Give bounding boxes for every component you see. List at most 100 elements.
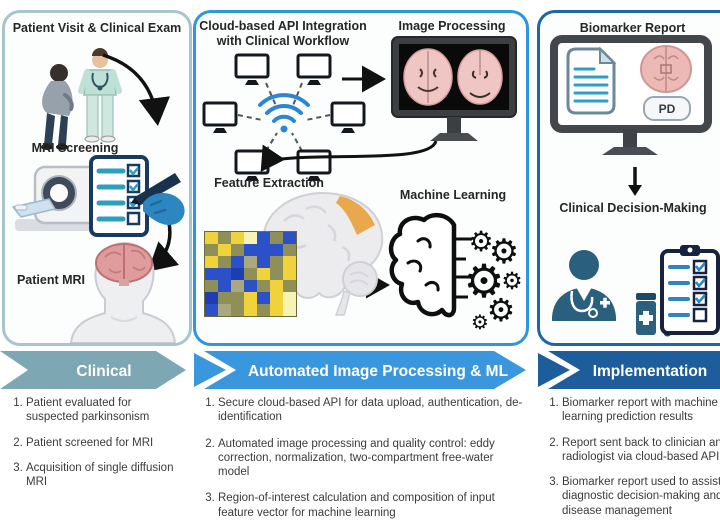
pd-badge-label: PD xyxy=(659,102,676,116)
step-title-clinical-decision: Clinical Decision-Making xyxy=(559,201,707,215)
automated-steps-list: Secure cloud-based API for data upload, … xyxy=(196,396,524,530)
panel-title-biomarker-report: Biomarker Report xyxy=(579,21,686,35)
heatmap-cell xyxy=(218,304,231,316)
patient-and-clinician-icon xyxy=(41,48,122,150)
heatmap-cell xyxy=(218,292,231,304)
patient-head-brain-icon xyxy=(69,241,177,343)
document-icon xyxy=(566,46,617,115)
panel-title-image-processing: Image Processing xyxy=(398,19,506,33)
step-title-machine-learning: Machine Learning xyxy=(399,188,507,202)
heatmap-cell xyxy=(231,268,244,280)
heatmap-cell xyxy=(257,244,270,256)
heatmap-cell xyxy=(218,268,231,280)
doctor-icon xyxy=(552,250,616,321)
panel-title-cloud-api: Cloud-based API Integration with Clinica… xyxy=(199,19,367,48)
heatmap-cell xyxy=(270,244,283,256)
heatmap-cell xyxy=(231,304,244,316)
heatmap-cell xyxy=(218,232,231,244)
heatmap-cell xyxy=(270,304,283,316)
list-item: Region-of-interest calculation and compo… xyxy=(218,491,524,520)
heatmap-cell xyxy=(257,232,270,244)
heatmap-cell xyxy=(257,304,270,316)
step-title-patient-mri: Patient MRI xyxy=(16,273,86,287)
gear-icon: ⚙ xyxy=(489,232,519,272)
mri-scanner-icon xyxy=(11,165,103,231)
heatmap-cell xyxy=(231,256,244,268)
implementation-steps-list: Biomarker report with machine learning p… xyxy=(540,396,720,529)
list-item: Biomarker report used to assist in diagn… xyxy=(562,475,720,518)
heatmap-cell xyxy=(231,244,244,256)
axial-brain-icon xyxy=(640,45,692,93)
heatmap-cell xyxy=(257,280,270,292)
heatmap-cell xyxy=(244,244,257,256)
heatmap-cell xyxy=(205,244,218,256)
computer-network-icon xyxy=(202,53,366,181)
heatmap-cell xyxy=(218,244,231,256)
gear-icon: ⚙ xyxy=(501,267,522,295)
wifi-dot xyxy=(280,125,288,133)
heatmap-cell xyxy=(270,268,283,280)
heatmap-cell xyxy=(244,268,257,280)
list-item: Patient screened for MRI xyxy=(26,436,186,450)
heatmap-cell xyxy=(283,292,296,304)
banner-label-automated: Automated Image Processing & ML xyxy=(248,363,508,380)
heatmap-cell xyxy=(205,292,218,304)
chevron-icon xyxy=(538,353,570,387)
heatmap-cell xyxy=(283,268,296,280)
checklist-hand-icon xyxy=(89,155,185,237)
banner-label-clinical: Clinical xyxy=(76,363,131,380)
gear-icon: ⚙ xyxy=(468,225,493,258)
heatmap-cell xyxy=(205,280,218,292)
list-item: Secure cloud-based API for data upload, … xyxy=(218,396,524,425)
heatmap-cell xyxy=(231,292,244,304)
gear-icon: ⚙ xyxy=(487,291,516,329)
clinical-steps-list: Patient evaluated for suspected parkinso… xyxy=(4,396,186,500)
brain-gears-icon: ⚙ ⚙ ⚙ ⚙ ⚙ ⚙ xyxy=(388,212,522,334)
heatmap-cell xyxy=(283,280,296,292)
phase-banners: Clinical Automated Image Processing & ML… xyxy=(0,351,720,389)
heatmap-cell xyxy=(244,292,257,304)
heatmap-cell xyxy=(218,256,231,268)
gear-icon: ⚙ xyxy=(463,254,504,308)
banner-label-implementation: Implementation xyxy=(593,363,708,380)
heatmap-cell xyxy=(205,256,218,268)
heatmap-cell xyxy=(218,280,231,292)
step-title-mri-screening: MRI Screening xyxy=(31,141,119,155)
panel-implementation: Biomarker Report PD xyxy=(537,10,720,346)
heatmap-cell xyxy=(231,280,244,292)
chevron-icon xyxy=(194,353,226,387)
panel-title-patient-visit: Patient Visit & Clinical Exam xyxy=(12,21,182,35)
banner-automated-arrow xyxy=(204,351,526,389)
heatmap-cell xyxy=(231,232,244,244)
pd-badge xyxy=(643,96,691,121)
heatmap-cell xyxy=(244,280,257,292)
step-title-feature-extraction: Feature Extraction xyxy=(214,176,324,190)
heatmap-cell xyxy=(205,268,218,280)
list-item: Patient evaluated for suspected parkinso… xyxy=(26,396,186,425)
heatmap-cell xyxy=(270,280,283,292)
heatmap-cell xyxy=(244,232,257,244)
brain-scan-monitor-icon xyxy=(391,36,517,141)
report-monitor-icon: PD xyxy=(550,35,712,155)
heatmap-cell xyxy=(244,256,257,268)
heatmap-cell xyxy=(257,256,270,268)
gear-icon: ⚙ xyxy=(471,310,489,334)
heatmap-cell xyxy=(283,304,296,316)
down-arrow-icon xyxy=(628,167,642,196)
heatmap-cell xyxy=(257,292,270,304)
list-item: Acquisition of single diffusion MRI xyxy=(26,461,186,490)
list-item: Report sent back to clinician and radiol… xyxy=(562,436,720,465)
heatmap-cell xyxy=(283,256,296,268)
heatmap-icon xyxy=(204,231,297,317)
clinical-decision-icons xyxy=(552,245,720,337)
wifi-icon xyxy=(258,93,310,123)
heatmap-cell xyxy=(257,268,270,280)
heatmap-cell xyxy=(283,244,296,256)
heatmap-cell xyxy=(270,256,283,268)
heatmap-cell xyxy=(205,232,218,244)
list-item: Automated image processing and quality c… xyxy=(218,437,524,480)
list-item: Biomarker report with machine learning p… xyxy=(562,396,720,425)
banner-clinical-arrow xyxy=(0,351,186,389)
roi-highlight xyxy=(336,196,375,235)
